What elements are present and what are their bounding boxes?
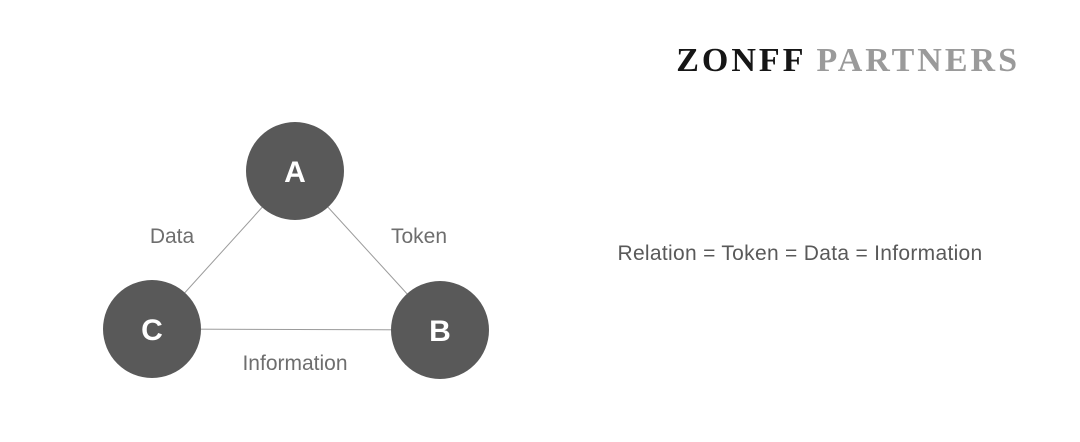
edge-label-data: Data xyxy=(150,225,195,248)
node-c-circle xyxy=(103,280,201,378)
equation-text: Relation = Token = Data = Information xyxy=(617,242,983,265)
node-a-label: A xyxy=(284,156,306,189)
logo-text-secondary: PARTNERS xyxy=(816,42,1020,79)
logo-text-primary: ZONFF xyxy=(676,42,807,79)
node-b-label: B xyxy=(429,315,451,348)
edge-label-information: Information xyxy=(242,352,347,375)
node-c-label: C xyxy=(141,314,163,347)
edge-label-token: Token xyxy=(391,225,447,248)
triangle-diagram: A B C Data Token Information xyxy=(103,122,489,379)
node-a-circle xyxy=(246,122,344,220)
node-b-circle xyxy=(391,281,489,379)
